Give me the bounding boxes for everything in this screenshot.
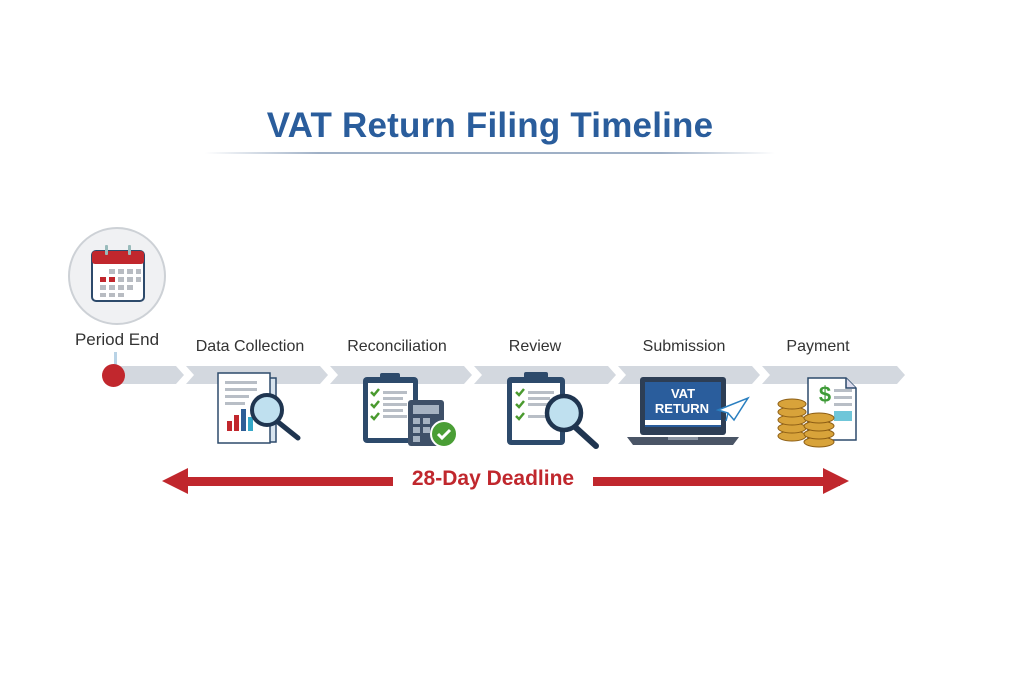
step-label-submission: Submission <box>642 338 726 355</box>
deadline-label: 28-Day Deadline <box>393 467 593 491</box>
page-title: VAT Return Filing Timeline <box>266 106 714 145</box>
period-end-marker <box>102 364 125 387</box>
screen-text-return: RETURN <box>655 401 709 416</box>
document-magnifier-icon <box>217 372 301 444</box>
band-segment-5 <box>762 366 905 384</box>
period-end-stem <box>114 352 117 368</box>
screen-text-vat: VAT <box>671 386 695 401</box>
coins-invoice-icon: $ <box>777 377 857 448</box>
band-segment-0 <box>115 366 184 384</box>
period-end-circle <box>68 227 166 325</box>
clipboard-calculator-icon <box>363 373 458 448</box>
title-underline <box>205 152 775 154</box>
period-end-label: Period End <box>74 330 160 349</box>
laptop-send-icon: VAT RETURN <box>627 377 750 445</box>
paper-plane-icon <box>715 396 750 422</box>
dollar-sign: $ <box>819 382 831 407</box>
step-label-data-collection: Data Collection <box>195 338 305 355</box>
step-label-payment: Payment <box>786 338 850 355</box>
arrow-left-head <box>162 468 188 494</box>
clipboard-magnifier-icon <box>507 372 599 449</box>
step-label-review: Review <box>508 338 562 355</box>
arrow-right-head <box>823 468 849 494</box>
calendar-icon <box>91 245 145 302</box>
step-label-reconciliation: Reconciliation <box>347 338 447 355</box>
